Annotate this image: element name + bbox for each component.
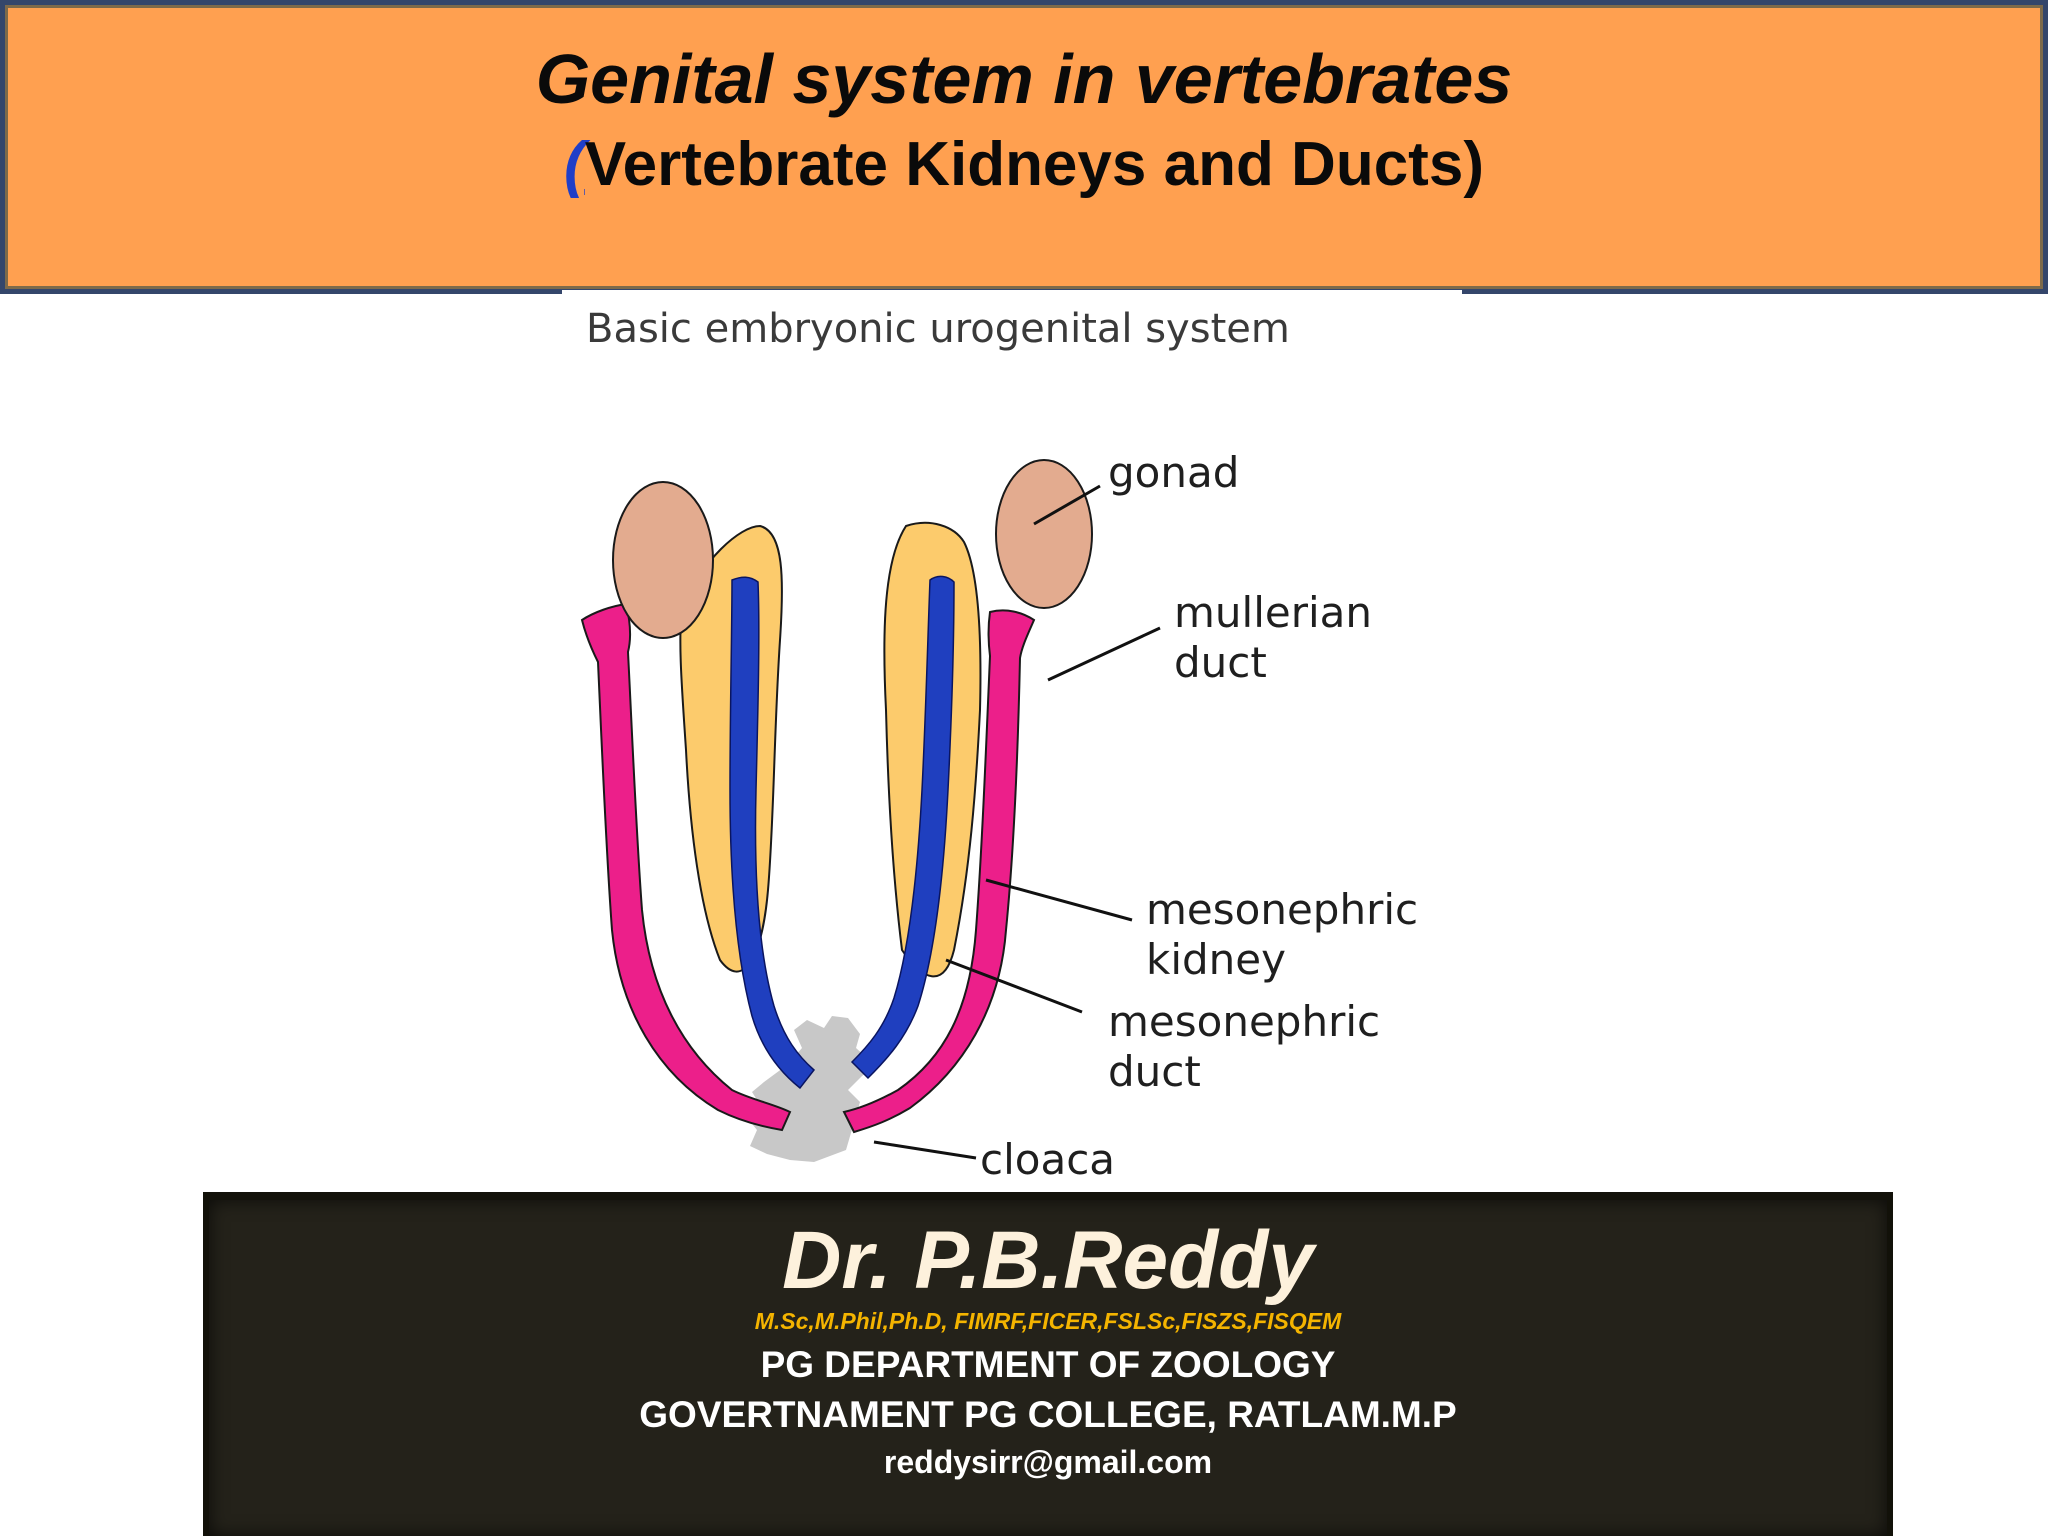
label-cloaca: cloaca	[980, 1135, 1115, 1184]
title-banner: Genital system in vertebrates (Vertebrat…	[0, 0, 2048, 294]
gonad-right	[995, 459, 1093, 609]
author-name: Dr. P.B.Reddy	[782, 1215, 1314, 1306]
label-mesonephric-duct-line1: mesonephric	[1108, 997, 1380, 1046]
subtitle-text: Vertebrate Kidneys and Ducts)	[584, 130, 1484, 199]
urogenital-diagram: Basic embryonic urogenital system gonad …	[562, 290, 1462, 1190]
diagram-heading: Basic embryonic urogenital system	[586, 306, 1290, 352]
gonad-left	[612, 481, 714, 639]
label-mesonephric-kidney-line2: kidney	[1146, 935, 1286, 984]
subtitle-paren-link[interactable]: (	[564, 130, 585, 199]
leader-mesonephric-kidney	[985, 878, 1133, 922]
label-mullerian-line2: duct	[1174, 638, 1267, 687]
label-mesonephric-kidney-line1: mesonephric	[1146, 885, 1418, 934]
author-email[interactable]: reddysirr@gmail.com	[883, 1444, 1213, 1480]
leader-cloaca	[873, 1140, 977, 1160]
leader-mesonephric-duct	[945, 958, 1083, 1014]
mesonephric-duct-left	[729, 576, 816, 1090]
mullerian-duct-right	[842, 609, 1036, 1134]
mullerian-duct-left	[580, 602, 792, 1132]
label-gonad: gonad	[1108, 448, 1239, 497]
author-footer: Dr. P.B.Reddy M.Sc,M.Phil,Ph.D, FIMRF,FI…	[203, 1192, 1893, 1536]
leader-mullerian	[1047, 626, 1161, 682]
label-mesonephric-duct-line2: duct	[1108, 1047, 1201, 1096]
mesonephric-duct-right	[850, 575, 955, 1080]
diagram-svg: Basic embryonic urogenital system gonad …	[580, 306, 1418, 1184]
author-department: PG DEPARTMENT OF ZOOLOGY	[760, 1344, 1336, 1385]
leader-gonad	[1033, 484, 1101, 526]
author-qualifications: M.Sc,M.Phil,Ph.D, FIMRF,FICER,FSLSc,FISZ…	[754, 1308, 1342, 1334]
diagram-labels: gonad mullerian duct mesonephric kidney …	[980, 448, 1418, 1184]
author-college: GOVERTNAMENT PG COLLEGE, RATLAM.M.P	[639, 1394, 1457, 1435]
label-mullerian-line1: mullerian	[1174, 588, 1372, 637]
slide-subtitle: (Vertebrate Kidneys and Ducts)	[5, 129, 2043, 200]
slide-title: Genital system in vertebrates	[535, 40, 1513, 118]
